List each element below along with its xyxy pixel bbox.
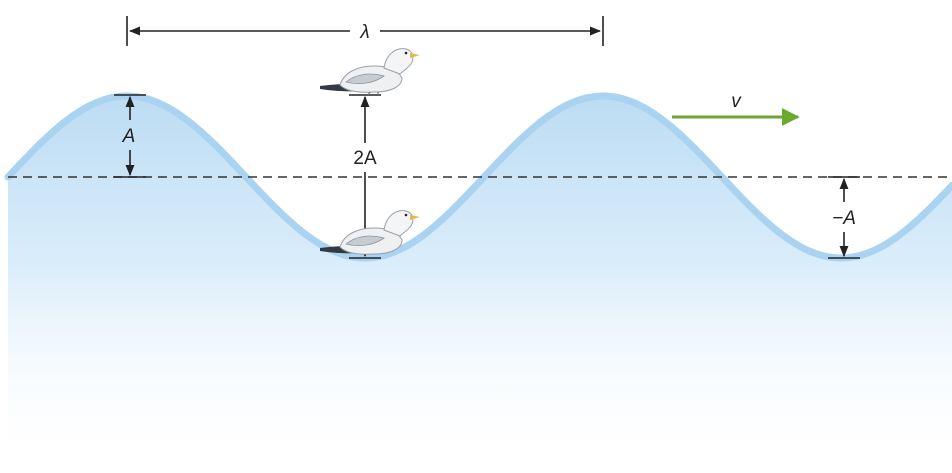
wavelength-dimension: λ [126, 16, 604, 46]
velocity-indicator: v [672, 91, 800, 126]
double-amplitude-label: 2A [353, 148, 377, 169]
seagull-icon [320, 210, 420, 255]
negative-amplitude-dimension: −A [828, 176, 860, 259]
seagull-icon [320, 48, 420, 96]
amplitude-dimension: A [114, 94, 146, 178]
wavelength-label: λ [359, 22, 369, 43]
velocity-label: v [731, 91, 742, 112]
amplitude-label: A [122, 126, 136, 147]
wave-surface [4, 92, 952, 262]
water-body [8, 96, 952, 473]
negative-amplitude-label: −A [832, 208, 856, 229]
